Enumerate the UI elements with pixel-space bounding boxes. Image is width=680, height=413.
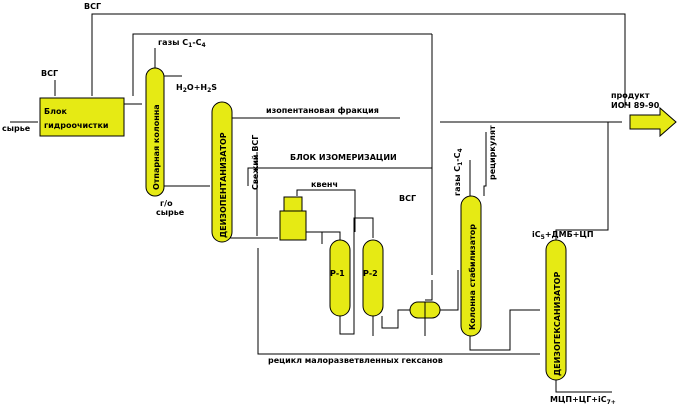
go-syrye-label-1: г/о (160, 199, 173, 208)
separator (409, 301, 441, 319)
reactor-1: Р-1 (329, 239, 351, 317)
stripping-column-label: Отпарная колонна (152, 104, 161, 190)
product-label-2: ИОЧ 89-90 (611, 101, 660, 110)
syrye-left-label: сырье (2, 124, 31, 133)
stabilizer-label: Колонна стабилизатор (467, 224, 477, 330)
deisopentanizer-label: ДЕИЗОПЕНТАНИЗАТОР (219, 132, 228, 238)
mcp-cg-ic7-label: МЦП+ЦГ+iC7+ (550, 395, 616, 406)
stripping-column: Отпарная колонна (145, 67, 165, 197)
vsg-mid-label: ВСГ (399, 194, 416, 203)
labels: ВСГ ВСГ газы С1-С4 H2O+H2S сырье г/о сыр… (2, 2, 660, 406)
vsg-top-label: ВСГ (84, 2, 101, 11)
deisohexanizer-column: ДЕИЗОГЕКСАНИЗАТОР (545, 239, 567, 381)
gases-c1c4-mid-label: газы С1-С4 (453, 148, 464, 196)
deisopentanizer-column: ДЕИЗОПЕНТАНИЗАТОР (211, 101, 233, 243)
vsg-left-label: ВСГ (41, 69, 58, 78)
compressor (279, 196, 307, 241)
isopentane-fraction-label: изопентановая фракция (266, 106, 379, 115)
stabilizer-column: Колонна стабилизатор (460, 195, 482, 337)
fresh-vsg-label: Свежий ВСГ (251, 135, 260, 190)
ic5-dmb-cp-label: iC5+ДМБ+ЦП (532, 230, 594, 241)
compressor-body (279, 210, 307, 241)
recycle-hexanes-label: рецикл малоразветвленных гексанов (268, 356, 443, 365)
recirculate-label: рециркулят (488, 125, 497, 180)
h2o-h2s-label: H2O+H2S (176, 83, 217, 94)
deisopentanizer-shape (211, 101, 233, 243)
stripping-column-shape (145, 67, 165, 197)
hydrotreating-block-shape (39, 97, 125, 137)
product-arrow-shape (629, 106, 677, 138)
go-syrye-label-2: сырье (156, 208, 185, 217)
quench-label: квенч (311, 180, 338, 189)
gases-c1c4-top-label: газы С1-С4 (158, 38, 206, 49)
stabilizer-shape (460, 195, 482, 337)
reactor-1-label: Р-1 (330, 269, 345, 278)
reactor-2-label: Р-2 (363, 269, 378, 278)
hydrotreating-block-label-1: Блок (44, 107, 67, 116)
deisohexanizer-shape (545, 239, 567, 381)
hydrotreating-block-label-2: гидроочистки (44, 121, 108, 130)
compressor-top (283, 196, 303, 212)
product-label-1: продукт (611, 91, 650, 100)
hydrotreating-block: Блок гидроочистки (39, 97, 125, 137)
isomerization-block-label: БЛОК ИЗОМЕРИЗАЦИИ (290, 153, 397, 162)
reactor-2-shape (362, 239, 384, 317)
reactor-2: Р-2 (362, 239, 384, 317)
reactor-1-shape (329, 239, 351, 317)
deisohexanizer-label: ДЕИЗОГЕКСАНИЗАТОР (553, 272, 562, 376)
product-arrow (629, 106, 677, 138)
process-lines (10, 13, 626, 393)
